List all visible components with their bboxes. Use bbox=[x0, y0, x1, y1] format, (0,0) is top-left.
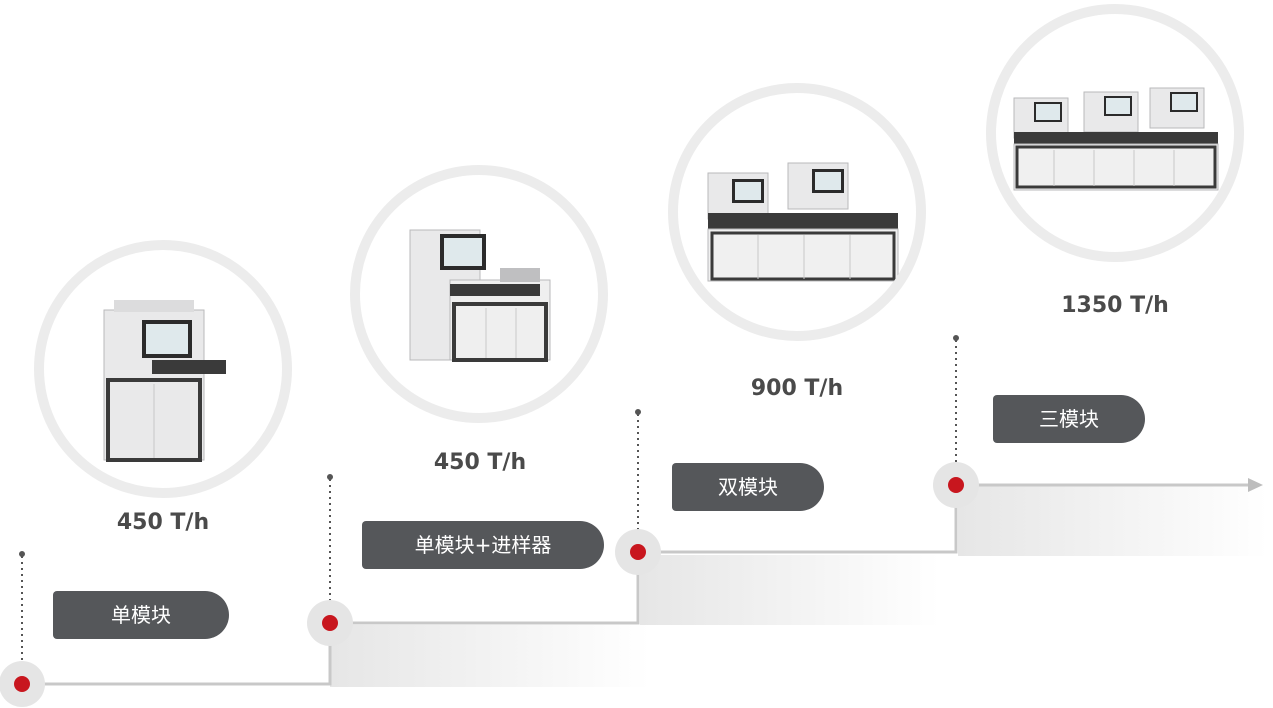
step-band-1 bbox=[330, 625, 650, 687]
stage-tag-2: 单模块+进样器 bbox=[362, 521, 604, 569]
step-dot-3 bbox=[615, 529, 661, 575]
stage-tag-1: 单模块 bbox=[53, 591, 229, 639]
step-band-3 bbox=[958, 486, 1268, 556]
throughput-label-1: 450 T/h bbox=[116, 510, 210, 535]
throughput-label-3: 900 T/h bbox=[750, 376, 844, 401]
product-image-single-module-sampler bbox=[350, 165, 608, 423]
product-image-single-module bbox=[34, 240, 292, 498]
stage-tag-3: 双模块 bbox=[672, 463, 824, 511]
stage-tag-4: 三模块 bbox=[993, 395, 1145, 443]
step-dot-4 bbox=[933, 462, 979, 508]
step-dot-2 bbox=[307, 600, 353, 646]
step-band-2 bbox=[640, 555, 940, 625]
arrow-head-icon bbox=[1248, 478, 1263, 492]
throughput-label-2: 450 T/h bbox=[433, 450, 527, 475]
step-dot-1 bbox=[0, 661, 45, 707]
product-image-triple-module bbox=[986, 4, 1244, 262]
throughput-label-4: 1350 T/h bbox=[1061, 293, 1169, 318]
product-image-dual-module bbox=[668, 83, 926, 341]
